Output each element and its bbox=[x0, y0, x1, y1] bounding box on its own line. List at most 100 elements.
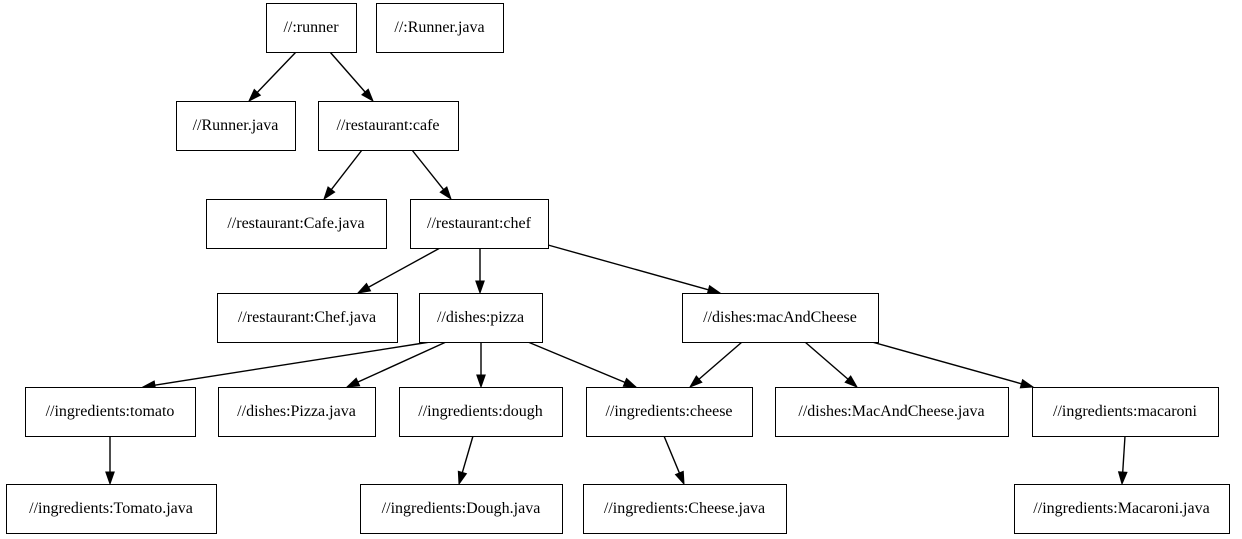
edge-arrowhead-icon bbox=[688, 375, 703, 388]
graph-node-runner_java[interactable]: //Runner.java bbox=[176, 101, 296, 151]
node-box[interactable] bbox=[25, 387, 196, 437]
graph-edge bbox=[688, 341, 743, 388]
graph-node-macaroni_java[interactable]: //ingredients:Macaroni.java bbox=[1014, 484, 1230, 534]
graph-edge bbox=[329, 51, 374, 103]
edge-line bbox=[461, 435, 474, 473]
node-label: //ingredients:Dough.java bbox=[382, 500, 541, 517]
edge-arrowhead-icon bbox=[323, 186, 336, 201]
graph-edge bbox=[476, 342, 486, 389]
graph-node-restaurant_cafe[interactable]: //restaurant:cafe bbox=[318, 101, 459, 151]
edge-arrowhead-icon bbox=[622, 377, 638, 388]
node-label: //ingredients:cheese bbox=[605, 403, 732, 420]
node-box[interactable] bbox=[318, 101, 459, 151]
edge-arrowhead-icon bbox=[345, 377, 361, 388]
graph-edge bbox=[345, 341, 447, 388]
graph-node-dishes_pizza[interactable]: //dishes:pizza bbox=[419, 293, 543, 343]
node-label: //ingredients:macaroni bbox=[1053, 403, 1198, 420]
graph-node-cafe_java[interactable]: //restaurant:Cafe.java bbox=[206, 199, 387, 249]
node-box[interactable] bbox=[419, 293, 543, 343]
edge-arrowhead-icon bbox=[439, 186, 452, 201]
node-label: //:runner bbox=[283, 19, 339, 36]
graph-node-ing_dough[interactable]: //ingredients:dough bbox=[399, 387, 563, 437]
graph-node-mac_java[interactable]: //dishes:MacAndCheese.java bbox=[775, 387, 1009, 437]
graph-node-ing_macaroni[interactable]: //ingredients:macaroni bbox=[1032, 387, 1219, 437]
edge-arrowhead-icon bbox=[475, 280, 485, 295]
edge-arrowhead-icon bbox=[1019, 378, 1035, 389]
graph-edge bbox=[527, 341, 638, 388]
edge-line bbox=[698, 341, 743, 380]
node-label: //:Runner.java bbox=[394, 19, 484, 36]
node-label: //Runner.java bbox=[193, 117, 279, 134]
edge-line bbox=[154, 341, 431, 386]
node-label: //ingredients:Macaroni.java bbox=[1033, 500, 1209, 517]
graph-edge bbox=[411, 149, 452, 201]
edge-line bbox=[663, 435, 681, 474]
edge-line bbox=[1122, 435, 1126, 473]
graph-node-cheese_java[interactable]: //ingredients:Cheese.java bbox=[583, 484, 787, 534]
graph-node-dough_java[interactable]: //ingredients:Dough.java bbox=[360, 484, 563, 534]
node-label: //ingredients:tomato bbox=[46, 403, 175, 420]
node-layer: //:runner //:Runner.java //Runner.java //re… bbox=[6, 3, 1230, 534]
node-box[interactable] bbox=[399, 387, 563, 437]
edge-line bbox=[256, 51, 297, 93]
graph-edge bbox=[141, 341, 431, 390]
node-box[interactable] bbox=[586, 387, 753, 437]
node-box[interactable] bbox=[410, 199, 549, 249]
edge-arrowhead-icon bbox=[844, 375, 859, 388]
edge-line bbox=[871, 341, 1022, 385]
edge-arrowhead-icon bbox=[457, 470, 468, 486]
graph-node-ing_tomato[interactable]: //ingredients:tomato bbox=[25, 387, 196, 437]
node-box[interactable] bbox=[1032, 387, 1219, 437]
graph-node-chef_java[interactable]: //restaurant:Chef.java bbox=[217, 293, 398, 343]
node-box[interactable] bbox=[266, 3, 357, 53]
node-box[interactable] bbox=[775, 387, 1009, 437]
node-box[interactable] bbox=[6, 484, 217, 534]
edge-line bbox=[329, 51, 366, 93]
graph-node-runner_java_root[interactable]: //:Runner.java bbox=[376, 3, 504, 53]
edge-layer bbox=[105, 51, 1128, 486]
edge-arrowhead-icon bbox=[356, 282, 372, 294]
node-box[interactable] bbox=[176, 101, 296, 151]
node-label: //restaurant:cafe bbox=[336, 117, 439, 134]
edge-arrowhead-icon bbox=[476, 374, 486, 389]
graph-node-dishes_mac[interactable]: //dishes:macAndCheese bbox=[682, 293, 879, 343]
graph-node-runner[interactable]: //:runner bbox=[266, 3, 357, 53]
node-label: //restaurant:Chef.java bbox=[238, 309, 376, 326]
graph-edge bbox=[356, 247, 441, 294]
edge-line bbox=[330, 149, 363, 190]
node-label: //ingredients:Cheese.java bbox=[604, 500, 765, 517]
graph-edge bbox=[105, 436, 115, 486]
graph-edge bbox=[247, 51, 297, 103]
graph-node-ing_cheese[interactable]: //ingredients:cheese bbox=[586, 387, 753, 437]
node-box[interactable] bbox=[376, 3, 504, 53]
node-box[interactable] bbox=[1014, 484, 1230, 534]
node-label: //dishes:pizza bbox=[437, 309, 524, 326]
edge-line bbox=[357, 341, 447, 383]
node-box[interactable] bbox=[218, 387, 376, 437]
graph-node-tomato_java[interactable]: //ingredients:Tomato.java bbox=[6, 484, 217, 534]
node-label: //ingredients:dough bbox=[418, 403, 542, 420]
edge-arrowhead-icon bbox=[674, 470, 685, 486]
node-box[interactable] bbox=[206, 199, 387, 249]
node-box[interactable] bbox=[583, 484, 787, 534]
graph-edge bbox=[804, 341, 859, 388]
node-label: //restaurant:chef bbox=[427, 215, 532, 232]
edge-arrowhead-icon bbox=[247, 88, 262, 103]
graph-edge bbox=[547, 244, 722, 295]
graph-edge bbox=[323, 149, 363, 201]
graph-node-pizza_java[interactable]: //dishes:Pizza.java bbox=[218, 387, 376, 437]
edge-line bbox=[527, 341, 626, 384]
node-label: //dishes:Pizza.java bbox=[237, 403, 356, 420]
node-box[interactable] bbox=[682, 293, 879, 343]
node-label: //restaurant:Cafe.java bbox=[227, 215, 364, 232]
graph-edge bbox=[475, 248, 485, 295]
node-label: //dishes:MacAndCheese.java bbox=[798, 403, 984, 420]
node-label: //ingredients:Tomato.java bbox=[29, 500, 193, 517]
graph-node-restaurant_chef[interactable]: //restaurant:chef bbox=[410, 199, 549, 249]
edge-line bbox=[547, 244, 709, 291]
node-box[interactable] bbox=[217, 293, 398, 343]
node-box[interactable] bbox=[360, 484, 563, 534]
graph-edge bbox=[663, 435, 685, 486]
